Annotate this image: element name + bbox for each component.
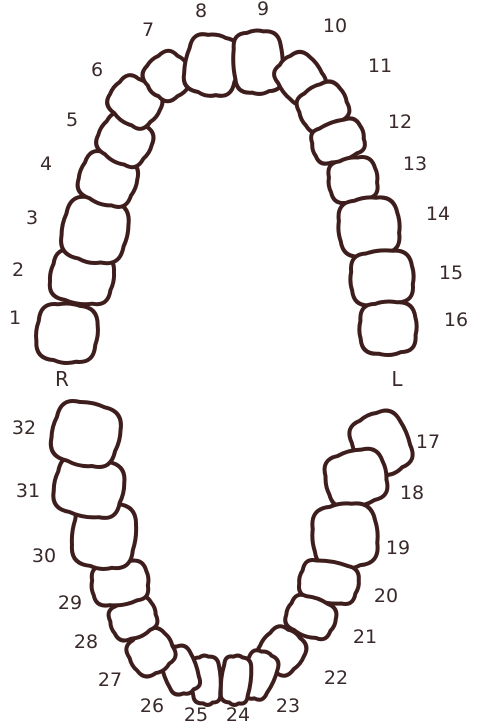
tooth-number-label-32: 32 [12,417,36,439]
tooth-number-label-4: 4 [40,153,52,175]
tooth-number-label-16: 16 [444,309,468,331]
tooth-16[interactable] [357,300,418,357]
tooth-number-label-26: 26 [140,695,164,717]
tooth-number-label-24: 24 [226,704,250,726]
tooth-number-label-22: 22 [324,667,348,689]
tooth-number-label-3: 3 [26,207,38,229]
tooth-number-label-1: 1 [9,307,21,329]
tooth-32[interactable] [46,396,125,472]
teeth-layer [34,28,420,706]
tooth-number-label-28: 28 [74,631,98,653]
tooth-number-label-5: 5 [66,109,78,131]
right-side-label: R [55,367,69,391]
tooth-number-label-23: 23 [276,695,300,717]
tooth-number-label-14: 14 [426,203,450,225]
tooth-number-label-29: 29 [58,592,82,614]
tooth-number-label-9: 9 [257,0,269,20]
tooth-number-label-31: 31 [16,480,40,502]
left-side-label: L [391,367,403,391]
tooth-number-label-17: 17 [416,431,440,453]
tooth-number-label-25: 25 [184,704,208,726]
tooth-number-label-10: 10 [323,15,347,37]
tooth-number-label-12: 12 [388,111,412,133]
tooth-number-label-11: 11 [368,55,392,77]
tooth-number-label-7: 7 [142,19,154,41]
tooth-number-label-18: 18 [400,482,424,504]
tooth-number-label-27: 27 [98,669,122,691]
tooth-number-label-30: 30 [32,545,56,567]
tooth-15[interactable] [347,247,416,309]
tooth-number-label-6: 6 [91,59,103,81]
tooth-number-label-21: 21 [353,626,377,648]
tooth-number-label-8: 8 [195,0,207,22]
tooth-number-label-20: 20 [374,585,398,607]
tooth-1[interactable] [34,301,100,365]
tooth-number-label-2: 2 [12,259,24,281]
tooth-number-label-13: 13 [403,153,427,175]
tooth-number-label-19: 19 [386,537,410,559]
tooth-number-label-15: 15 [439,262,463,284]
tooth-24[interactable] [219,654,253,706]
